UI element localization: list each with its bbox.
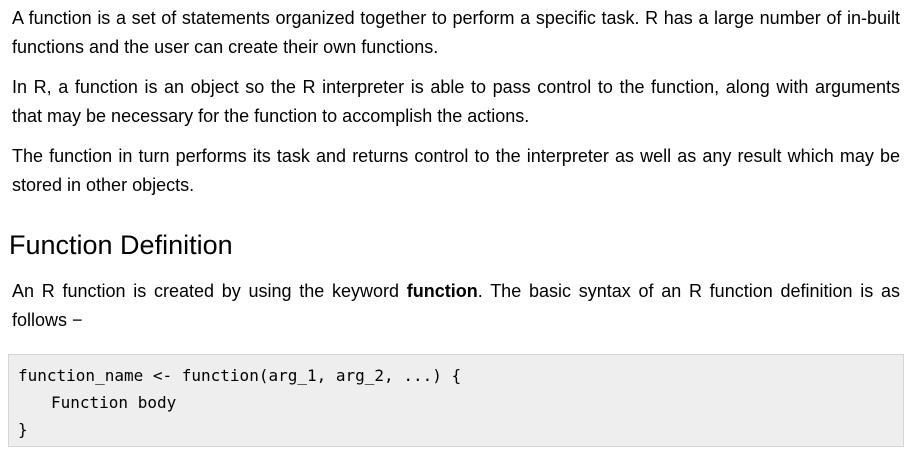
- definition-text-after: . The basic syntax of an R function defi…: [12, 281, 900, 330]
- intro-paragraph-2: In R, a function is an object so the R i…: [12, 77, 900, 126]
- code-line-3: }: [18, 420, 28, 439]
- definition-paragraph: An R function is created by using the ke…: [12, 277, 900, 335]
- keyword-function: function: [406, 281, 478, 301]
- section-heading: Function Definition: [9, 230, 233, 260]
- code-line-1: function_name <- function(arg_1, arg_2, …: [18, 366, 462, 385]
- syntax-code-block: function_name <- function(arg_1, arg_2, …: [8, 354, 904, 447]
- intro-paragraph-3: The function in turn performs its task a…: [12, 146, 900, 195]
- code-line-2: Function body: [51, 393, 177, 412]
- intro-paragraph-1: A function is a set of statements organi…: [12, 8, 900, 57]
- definition-text-before: An R function is created by using the ke…: [12, 281, 407, 301]
